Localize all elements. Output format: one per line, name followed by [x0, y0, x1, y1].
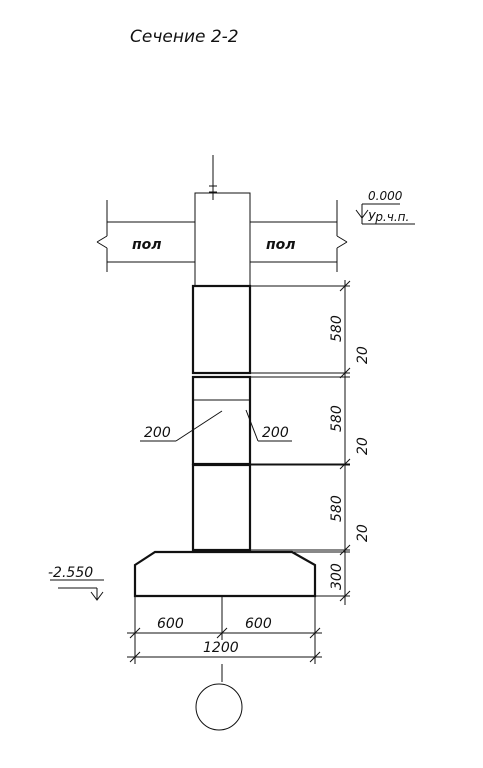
level-mark-top — [355, 203, 415, 225]
wall-width-leaders — [140, 409, 292, 442]
vertical-dimension-chain — [250, 280, 351, 605]
floor-label-left: пол — [132, 237, 162, 253]
foundation-block-1 — [191, 284, 252, 375]
horizontal-dimension-chain — [127, 596, 322, 664]
section-title: Сечение 2-2 — [130, 27, 239, 47]
level-mark-bottom — [50, 579, 104, 601]
footing-dim-total: 1200 — [203, 640, 239, 656]
wall-dim-left: 200 — [144, 425, 171, 441]
level-bottom-value: -2.550 — [48, 565, 93, 581]
block-height-1: 580 — [329, 315, 345, 342]
footing-height: 300 — [329, 563, 345, 590]
foundation-block-3 — [191, 463, 252, 552]
joint-1: 20 — [355, 346, 371, 364]
footing-dim-right: 600 — [245, 616, 272, 632]
block-height-2: 580 — [329, 405, 345, 432]
floor-label-right: пол — [266, 237, 296, 253]
floor-slab-left — [96, 200, 195, 272]
joint-2: 20 — [355, 437, 371, 455]
wall-dim-right: 200 — [262, 425, 289, 441]
block-height-3: 580 — [329, 495, 345, 522]
footing-slab — [133, 550, 317, 598]
upper-wall — [194, 155, 251, 287]
level-top-note: Ур.ч.п. — [368, 210, 409, 224]
foundation-block-2 — [191, 375, 252, 466]
floor-slab-right — [250, 200, 348, 272]
level-top-value: 0.000 — [368, 189, 403, 203]
joint-3: 20 — [355, 524, 371, 542]
footing-dim-left: 600 — [157, 616, 184, 632]
axis-marker — [195, 664, 243, 731]
